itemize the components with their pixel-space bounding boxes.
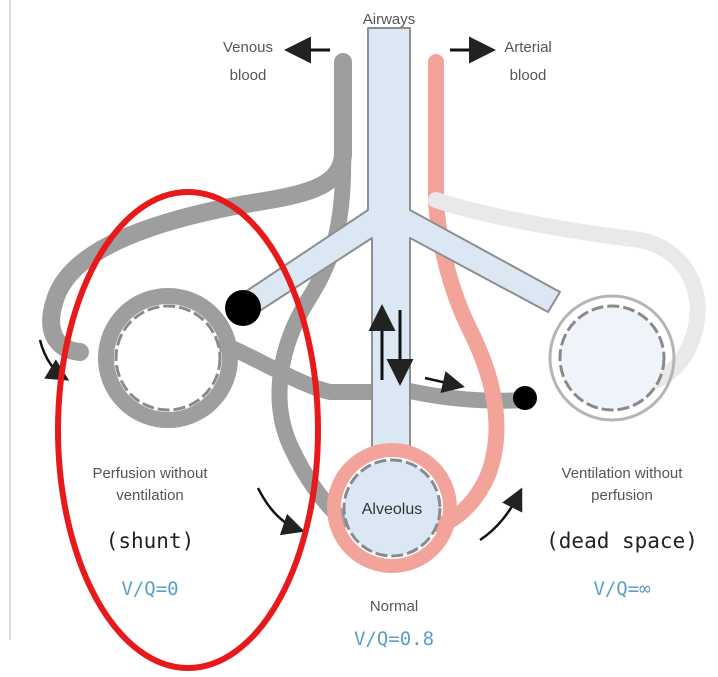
arterial-vessels	[436, 62, 698, 525]
shunt-ratio: V/Q=0	[121, 578, 178, 600]
alveolus-label: Alveolus	[362, 501, 422, 518]
airway-obstruction-dot	[225, 290, 261, 326]
vessel-obstruction-dot	[513, 386, 537, 410]
shunt-term: (shunt)	[106, 529, 195, 553]
deadspace-ratio: V/Q=∞	[593, 578, 650, 600]
flow-arrow-normal-out	[480, 492, 520, 540]
deadspace-caption-1: Ventilation without	[562, 465, 684, 482]
flow-arrow-right	[425, 378, 460, 386]
shunt-caption-2: ventilation	[116, 487, 184, 504]
deadspace-term: (dead space)	[546, 529, 698, 553]
venous-label-1: Venous	[223, 39, 273, 56]
deadspace-caption-2: perfusion	[591, 487, 653, 504]
venous-label-2: blood	[230, 67, 267, 84]
flow-arrow-normal-in	[258, 488, 300, 530]
arterial-label-2: blood	[510, 67, 547, 84]
dead-space-alveolus	[550, 296, 674, 420]
normal-ratio: V/Q=0.8	[354, 628, 434, 650]
shunt-caption-1: Perfusion without	[92, 465, 208, 482]
shunt-alveolus	[106, 296, 230, 420]
arterial-label-1: Arterial	[504, 39, 552, 56]
normal-caption: Normal	[370, 598, 418, 615]
airways-label: Airways	[363, 11, 416, 28]
